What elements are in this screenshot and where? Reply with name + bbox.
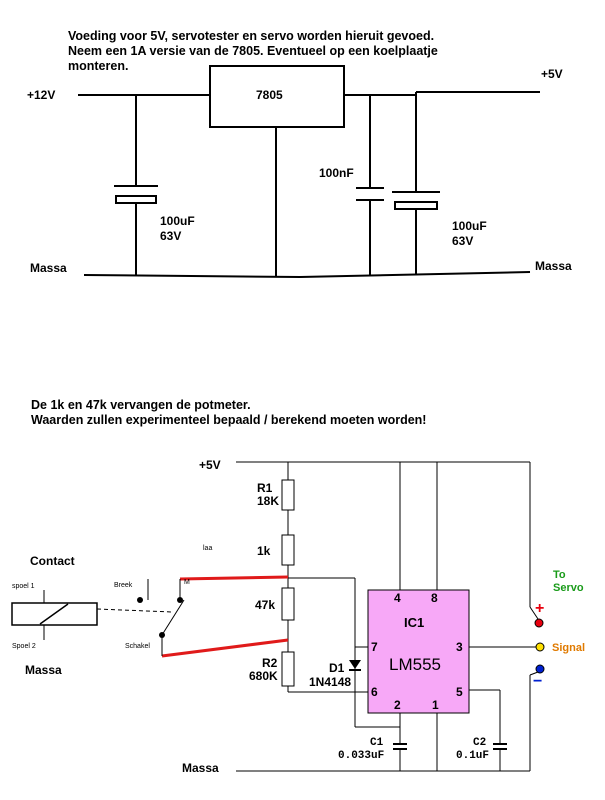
spoel2-label: Spoel 2	[12, 643, 36, 650]
servo-tester-circuit: +5V Massa R1 18K laa 1k 47k R2 680K D1 1…	[11, 458, 585, 775]
psu-note-line-2: Neem een 1A versie van de 7805. Eventuee…	[68, 44, 438, 58]
contact-label: Contact	[30, 554, 75, 568]
r2	[281, 651, 295, 687]
breek-contact	[137, 597, 143, 603]
c1-name: C1	[370, 737, 384, 749]
c2-name: C2	[473, 737, 486, 749]
r2-value: 680K	[249, 669, 278, 683]
vout-label: +5V	[541, 67, 563, 81]
r1-value: 18K	[257, 494, 279, 508]
relay-dashed-link	[96, 608, 173, 613]
r1-name: R1	[257, 481, 273, 495]
gnd-right-label: Massa	[535, 259, 572, 273]
r47k-value: 47k	[255, 598, 275, 612]
regulator-label: 7805	[256, 88, 283, 102]
psu-note-line-1: Voeding voor 5V, servotester en servo wo…	[68, 29, 435, 43]
gnd-label: Massa	[182, 761, 219, 775]
breek-label: Breek	[114, 582, 133, 589]
c1-value: 0.033uF	[338, 750, 384, 762]
r1	[281, 479, 295, 511]
servo-minus-terminal	[535, 664, 545, 674]
spoel1-label: spoel 1	[12, 583, 35, 590]
gnd-rail-left	[83, 274, 301, 278]
to-servo-line-1: To	[553, 569, 566, 581]
maak-label: M	[184, 579, 190, 586]
pin7-label: 7	[371, 640, 378, 654]
servo-signal-terminal	[535, 642, 545, 652]
servo-plus-terminal	[534, 618, 544, 628]
pin1-label: 1	[432, 698, 439, 712]
ic-lm555	[367, 589, 470, 714]
ic-name: IC1	[404, 615, 424, 630]
cmid-value: 100nF	[319, 166, 354, 180]
d1-name: D1	[329, 661, 345, 675]
c2-value: 0.1uF	[456, 750, 489, 762]
cout-voltage: 63V	[452, 234, 473, 248]
relay-coil-slash	[39, 603, 69, 625]
psu-note: Voeding voor 5V, servotester en servo wo…	[68, 29, 438, 74]
contact-massa-label: Massa	[25, 663, 62, 677]
pin4-label: 4	[394, 591, 401, 605]
plus-lead	[529, 606, 539, 620]
cin-plate-bottom	[115, 195, 157, 204]
pin3-label: 3	[456, 640, 463, 654]
to-servo-line-2: Servo	[553, 582, 584, 594]
r2-name: R2	[262, 656, 278, 670]
cout-plate-bottom	[394, 201, 438, 210]
r1k-value: 1k	[257, 544, 271, 558]
tester-note: De 1k en 47k vervangen de potmeter. Waar…	[31, 398, 426, 428]
pin6-label: 6	[371, 685, 378, 699]
pin5-label: 5	[456, 685, 463, 699]
plus-sign: +	[535, 600, 544, 617]
power-supply-circuit: 7805 100uF 63V 100nF 100uF 63V +12V +5V …	[27, 65, 572, 278]
gnd-left-label: Massa	[30, 261, 67, 275]
red-wire-bottom	[161, 638, 289, 658]
minus-sign: −	[533, 673, 542, 690]
diode-d1	[349, 660, 361, 669]
d1-value: 1N4148	[309, 675, 351, 689]
supply-label: +5V	[199, 458, 221, 472]
r-47k	[281, 587, 295, 621]
cin-value: 100uF	[160, 214, 195, 228]
tester-note-line-2: Waarden zullen experimenteel bepaald / b…	[31, 413, 427, 427]
maak-contact	[177, 597, 183, 603]
schakel-label: Schakel	[125, 643, 150, 650]
minus-lead	[529, 671, 539, 676]
cin-voltage: 63V	[160, 229, 181, 243]
vin-label: +12V	[27, 88, 55, 102]
pin2-label: 2	[394, 698, 401, 712]
ic-type: LM555	[389, 655, 441, 674]
tester-note-line-1: De 1k en 47k vervangen de potmeter.	[31, 398, 251, 412]
r-1k	[281, 534, 295, 566]
psu-note-line-3: monteren.	[68, 59, 129, 73]
switch-arm	[161, 599, 185, 636]
signal-label: Signal	[552, 642, 585, 654]
cout-value: 100uF	[452, 219, 487, 233]
pin8-label: 8	[431, 591, 438, 605]
red-wire-top	[179, 575, 289, 581]
r1k-tag: laa	[203, 545, 212, 552]
